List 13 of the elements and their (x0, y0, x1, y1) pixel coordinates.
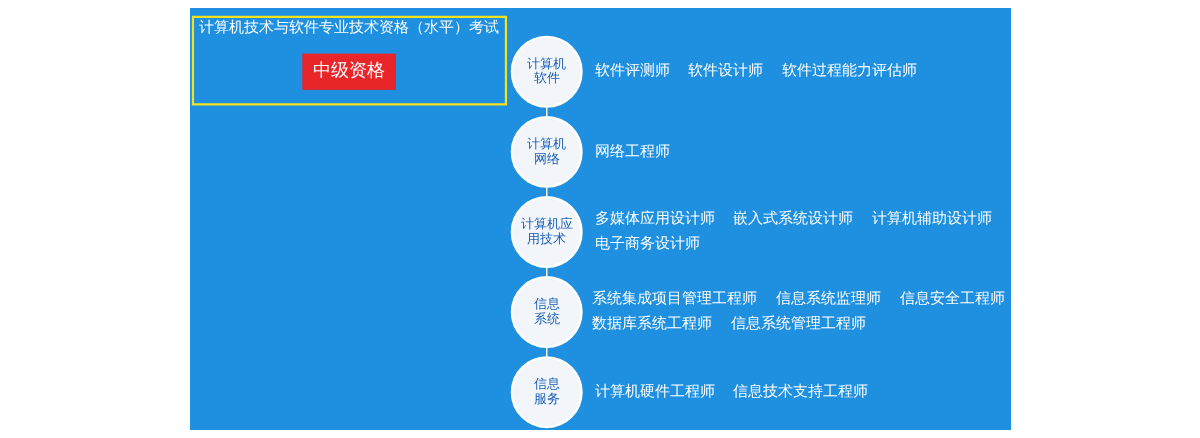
node-label: 软件评测师 软件设计师 软件过程能力评估师 (594, 61, 917, 79)
node-label: 计算机硬件工程师 信息技术支持工程师 (594, 381, 868, 399)
node-circle: 计算机应用技术 (510, 196, 583, 268)
node-circle: 计算机软件 (510, 35, 583, 108)
node-circle: 计算机网络 (510, 115, 583, 188)
node-label: 网络工程师 (594, 141, 670, 159)
node-label: 电子商务设计师 (594, 234, 700, 252)
node-circle: 信息服务 (510, 356, 583, 429)
node-box: 中级资格 (301, 53, 396, 90)
node-label: 系统集成项目管理工程师 信息系统监理师 信息安全工程师 (591, 289, 1005, 307)
node-circle: 信息系统 (510, 276, 583, 349)
node-label: 数据库系统工程师 信息系统管理工程师 (591, 314, 866, 332)
node-label: 多媒体应用设计师 嵌入式系统设计师 计算机辅助设计师 (594, 209, 992, 227)
